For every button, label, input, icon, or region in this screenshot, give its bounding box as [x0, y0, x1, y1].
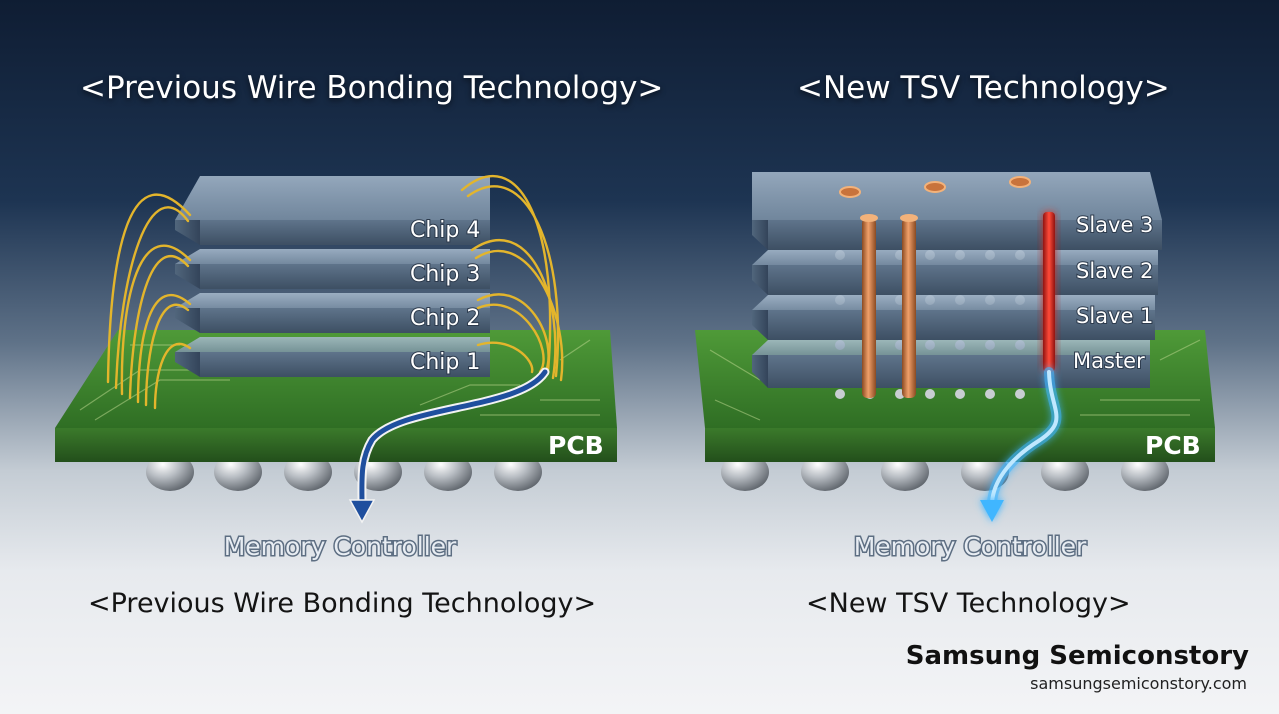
- chip-1: [175, 337, 490, 377]
- chip-4: [175, 176, 490, 245]
- chip-3: [175, 249, 490, 289]
- left-bottom-title: <Previous Wire Bonding Technology>: [88, 588, 597, 619]
- right-pcb-label: PCB: [1145, 431, 1201, 460]
- left-top-title: <Previous Wire Bonding Technology>: [80, 70, 664, 106]
- brand-name: Samsung Semiconstory: [905, 641, 1249, 671]
- tsv-copper-vias: [839, 176, 1031, 398]
- chip-4-label: Chip 4: [410, 218, 480, 243]
- tsv-illustration: [695, 172, 1215, 522]
- slave-1-label: Slave 1: [1076, 304, 1153, 328]
- wire-bonding-illustration: [55, 175, 617, 524]
- chip-2: [175, 293, 490, 333]
- right-bottom-title: <New TSV Technology>: [806, 588, 1131, 619]
- chip-2-label: Chip 2: [410, 306, 480, 331]
- left-signal-arrow: [348, 367, 550, 524]
- chip-1-label: Chip 1: [410, 350, 480, 375]
- left-pcb-label: PCB: [548, 431, 604, 460]
- gold-bond-wires: [106, 175, 564, 410]
- slave-2-label: Slave 2: [1076, 259, 1153, 283]
- slave-3-label: Slave 3: [1076, 213, 1153, 237]
- brand-url: samsungsemiconstory.com: [1030, 674, 1247, 693]
- right-top-title: <New TSV Technology>: [797, 70, 1170, 106]
- left-chip-stack: [175, 176, 490, 377]
- right-memory-controller-label: Memory Controller: [854, 532, 1087, 561]
- left-memory-controller-label: Memory Controller: [224, 532, 457, 561]
- right-solder-balls: [721, 453, 1169, 491]
- tsv-red-signal-via: [1043, 212, 1055, 372]
- chip-3-label: Chip 3: [410, 262, 480, 287]
- slave-3-die: [752, 172, 1162, 250]
- right-signal-arrow: [980, 367, 1062, 522]
- master-label: Master: [1073, 349, 1145, 373]
